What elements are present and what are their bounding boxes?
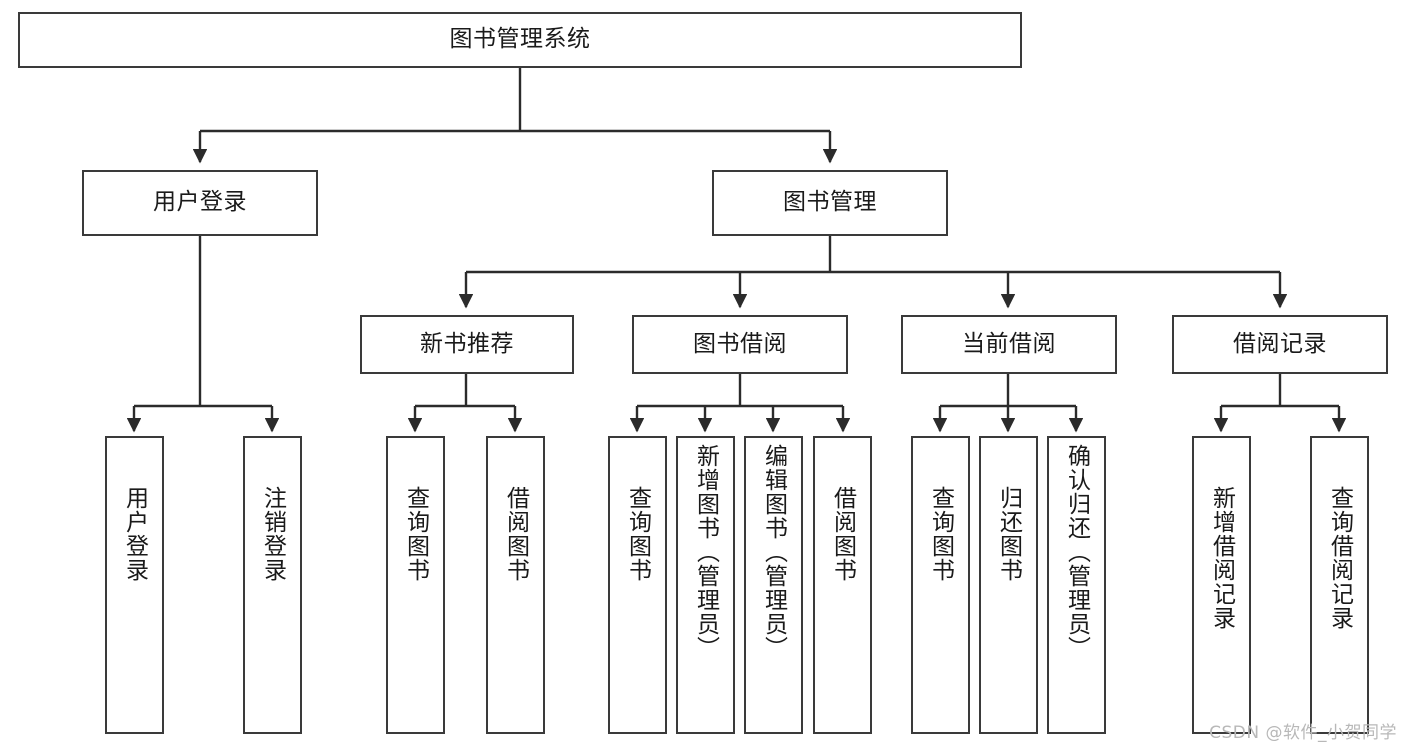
- leaf-book-borrow-edit-admin[interactable]: 编辑图书（管理员）: [744, 436, 803, 734]
- leaf-book-borrow-query[interactable]: 查询图书: [608, 436, 667, 734]
- node-label: 借阅记录: [1233, 330, 1327, 357]
- leaf-user-login-login[interactable]: 用户登录: [105, 436, 164, 734]
- node-label: 借阅图书: [829, 486, 856, 582]
- node-user-login[interactable]: 用户登录: [82, 170, 318, 236]
- node-label: 用户登录: [153, 189, 247, 216]
- node-label: 用户登录: [121, 486, 148, 582]
- node-label: 编辑图书（管理员）: [760, 444, 787, 660]
- node-label: 注销登录: [259, 486, 286, 582]
- node-label: 新增图书（管理员）: [692, 444, 719, 660]
- leaf-current-borrow-confirm-admin[interactable]: 确认归还（管理员）: [1047, 436, 1106, 734]
- node-label: 图书管理: [783, 189, 877, 216]
- node-label: 查询图书: [624, 486, 651, 582]
- leaf-user-login-logout[interactable]: 注销登录: [243, 436, 302, 734]
- leaf-current-borrow-return[interactable]: 归还图书: [979, 436, 1038, 734]
- node-label: 查询图书: [402, 486, 429, 582]
- node-label: 新增借阅记录: [1208, 486, 1235, 630]
- watermark-text: CSDN @软件_小贺同学: [1209, 723, 1397, 743]
- node-label: 借阅图书: [502, 486, 529, 582]
- leaf-current-borrow-query[interactable]: 查询图书: [911, 436, 970, 734]
- node-book-management[interactable]: 图书管理: [712, 170, 948, 236]
- leaf-borrow-record-query[interactable]: 查询借阅记录: [1310, 436, 1369, 734]
- node-book-borrow[interactable]: 图书借阅: [632, 315, 848, 374]
- node-borrow-record[interactable]: 借阅记录: [1172, 315, 1388, 374]
- node-current-borrow[interactable]: 当前借阅: [901, 315, 1117, 374]
- node-root-system[interactable]: 图书管理系统: [18, 12, 1022, 68]
- node-label: 归还图书: [995, 486, 1022, 582]
- leaf-new-book-query[interactable]: 查询图书: [386, 436, 445, 734]
- node-label: 图书借阅: [693, 330, 787, 357]
- node-new-book-recommend[interactable]: 新书推荐: [360, 315, 574, 374]
- node-label: 图书管理系统: [449, 26, 591, 53]
- leaf-borrow-record-add[interactable]: 新增借阅记录: [1192, 436, 1251, 734]
- leaf-book-borrow-borrow[interactable]: 借阅图书: [813, 436, 872, 734]
- leaf-book-borrow-add-admin[interactable]: 新增图书（管理员）: [676, 436, 735, 734]
- leaf-new-book-borrow[interactable]: 借阅图书: [486, 436, 545, 734]
- node-label: 确认归还（管理员）: [1063, 444, 1090, 660]
- node-label: 查询借阅记录: [1326, 486, 1353, 630]
- node-label: 新书推荐: [420, 330, 514, 357]
- node-label: 当前借阅: [962, 330, 1056, 357]
- node-label: 查询图书: [927, 486, 954, 582]
